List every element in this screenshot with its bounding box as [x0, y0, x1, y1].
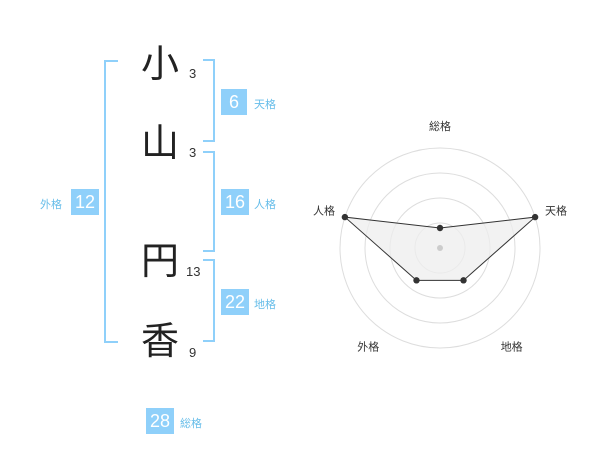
radar-point-4	[413, 277, 420, 284]
stroke-count-2: 3	[189, 145, 197, 160]
gaikaku-label: 外格	[40, 198, 62, 211]
radar-axis-label-3: 地格	[501, 340, 523, 354]
jinkaku-label: 人格	[254, 198, 276, 211]
name-char-2: 山	[140, 121, 179, 165]
name-char-1: 小	[140, 42, 179, 86]
radar-point-3	[460, 277, 467, 284]
radar-point-5	[341, 213, 349, 221]
radar-axis-label-1: 総格	[429, 119, 451, 133]
radar-point-2	[531, 213, 539, 221]
name-char-4: 香	[140, 319, 179, 363]
jinkaku-bracket	[203, 151, 215, 252]
stroke-count-4: 9	[189, 345, 197, 360]
stroke-count-1: 3	[189, 66, 197, 81]
jinkaku-value-badge: 16	[221, 189, 250, 215]
soukaku-label: 総格	[180, 417, 202, 430]
tenkaku-bracket	[203, 59, 215, 142]
name-char-3: 円	[140, 239, 179, 283]
radar-grid-ring	[339, 147, 541, 349]
radar-axis-label-5: 人格	[313, 203, 335, 217]
radar-center-point	[437, 245, 443, 251]
gaikaku-value-badge: 12	[71, 189, 100, 215]
tenkaku-value-badge: 6	[221, 89, 247, 115]
radar-point-1	[436, 224, 444, 232]
soukaku-value-badge: 28	[146, 408, 175, 434]
chikaku-bracket	[203, 259, 215, 342]
stroke-count-3: 13	[186, 264, 201, 279]
radar-points	[341, 213, 539, 284]
tenkaku-label: 天格	[254, 98, 276, 111]
radar-axis-label-2: 天格	[545, 203, 567, 217]
radar-grid-ring	[364, 172, 516, 324]
gaikaku-bracket	[104, 60, 118, 343]
radar-axis-label-4: 外格	[357, 340, 379, 354]
chikaku-value-badge: 22	[221, 289, 250, 315]
chikaku-label: 地格	[254, 298, 276, 311]
